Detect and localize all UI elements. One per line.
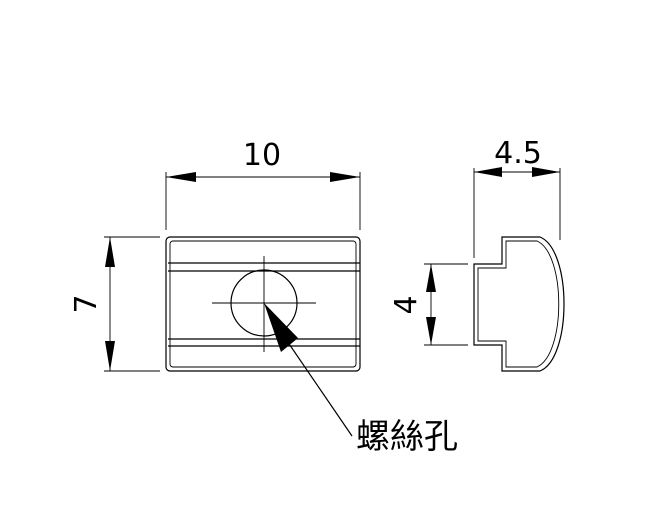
dimension-arrow-bottom (105, 341, 115, 371)
front-outer-outline (165, 236, 361, 372)
leader-arrowhead (264, 303, 298, 352)
dimension-arrow-right (532, 167, 560, 177)
dimension-value-height-side: 4 (389, 295, 424, 314)
dimension-arrow-right (330, 172, 360, 182)
screw-hole-leader: 螺絲孔 (264, 303, 458, 457)
dimension-width-front: 10 (165, 138, 361, 230)
dimension-height-front: 7 (69, 236, 160, 372)
dimension-value-height-front: 7 (69, 294, 104, 313)
dimension-value-width-side: 4.5 (494, 136, 542, 171)
dimension-value-width-front: 10 (243, 138, 281, 173)
dimension-arrow-bottom (426, 317, 436, 345)
side-profile-outer (473, 236, 565, 372)
dimension-arrow-top (426, 264, 436, 292)
front-inner-outline (169, 240, 357, 368)
dimension-arrow-left (166, 172, 196, 182)
dimension-arrow-left (474, 167, 502, 177)
dimension-width-side: 4.5 (473, 136, 561, 258)
side-view (473, 236, 565, 372)
dimension-height-side: 4 (389, 263, 468, 346)
front-view (165, 236, 361, 372)
dimension-arrow-top (105, 237, 115, 267)
side-profile-inner (477, 240, 560, 368)
screw-hole-label: 螺絲孔 (356, 417, 458, 457)
